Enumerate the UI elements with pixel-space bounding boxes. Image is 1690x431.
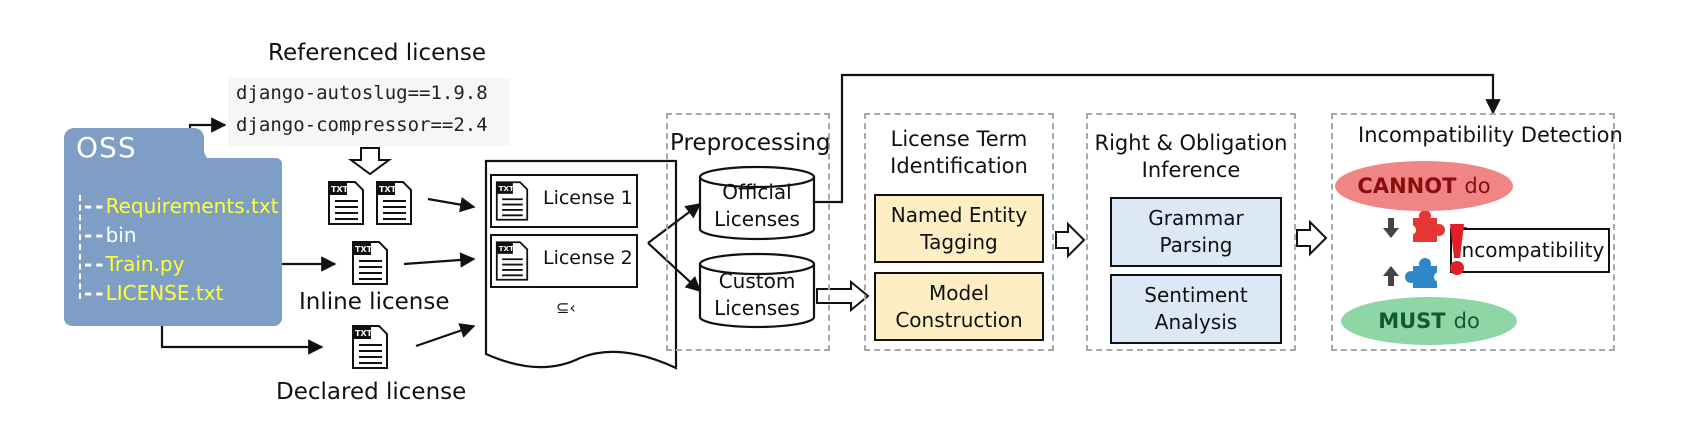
- up-arrow-icon: [1383, 266, 1399, 286]
- arrow-doc-to-custom: [647, 242, 702, 293]
- svg-text:TXT: TXT: [355, 245, 373, 254]
- incompatibility-box: Incompatibility: [1450, 228, 1610, 273]
- exclamation-icon: [1450, 224, 1464, 275]
- txt-file-icon: TXT: [495, 241, 529, 281]
- svg-text:TXT: TXT: [331, 185, 349, 194]
- txt-file-icon: TXT: [352, 241, 388, 285]
- must-do-pill: MUST do: [1341, 297, 1517, 345]
- txt-file-icon: TXT: [376, 181, 412, 225]
- referenced-license-line: django-autoslug==1.9.8: [236, 82, 488, 104]
- svg-text:TXT: TXT: [499, 184, 514, 193]
- red-puzzle-piece-icon: [1406, 210, 1445, 242]
- svg-text:TXT: TXT: [355, 329, 373, 338]
- inline-license-label: Inline license: [299, 289, 450, 315]
- detection-section: [1331, 113, 1615, 351]
- arrow-doc-to-official: [647, 203, 702, 244]
- tree-item-label: Train.py: [105, 252, 185, 276]
- folder-tree-line: [79, 195, 81, 299]
- tree-item-train[interactable]: - -Train.py: [84, 252, 185, 276]
- arrow-referenced-to-doc: [427, 197, 476, 213]
- inference-section: [1086, 113, 1296, 351]
- referenced-license-box: [228, 78, 510, 146]
- license-2-label: License 2: [543, 247, 633, 269]
- tree-item-label: bin: [105, 223, 137, 247]
- must-label: MUST: [1378, 309, 1446, 333]
- declared-license-label: Declared license: [276, 379, 467, 405]
- txt-file-icon: TXT: [352, 325, 388, 369]
- tree-item-bin[interactable]: - -bin: [84, 223, 137, 247]
- preprocessing-section: [666, 113, 830, 351]
- svg-text:TXT: TXT: [499, 244, 514, 253]
- term-identification-section: [864, 113, 1054, 351]
- arrow-official-to-detection: [815, 73, 1501, 204]
- oss-folder: [64, 158, 282, 326]
- arrow-declared-to-doc: [415, 323, 476, 348]
- tree-item-label: LICENSE.txt: [105, 281, 224, 305]
- txt-file-icon: TXT: [495, 181, 529, 221]
- must-do-label: do: [1453, 309, 1480, 333]
- preprocessing-title: Preprocessing: [670, 130, 831, 156]
- oss-folder-title: OSS: [76, 131, 137, 164]
- tree-item-requirements[interactable]: - -Requirements.txt: [84, 194, 279, 218]
- hollow-arrow-inference-to-detection: [1296, 219, 1328, 257]
- blue-puzzle-piece-icon: [1405, 258, 1444, 288]
- hollow-down-arrow: [347, 147, 393, 176]
- cannot-do-label: do: [1464, 174, 1491, 198]
- svg-text:TXT: TXT: [379, 185, 397, 194]
- cannot-do-pill: CANNOT do: [1335, 161, 1513, 211]
- tree-item-label: Requirements.txt: [105, 194, 279, 218]
- cannot-label: CANNOT: [1357, 174, 1457, 198]
- hollow-arrow-identification-to-inference: [1055, 221, 1086, 259]
- arrow-inline-to-doc: [403, 252, 476, 268]
- custom-licenses-cylinder: [698, 252, 816, 329]
- detection-title: Incompatibility Detection: [1358, 123, 1623, 147]
- official-licenses-cylinder: [698, 165, 816, 241]
- down-arrow-icon: [1383, 218, 1399, 238]
- more-licenses-symbol: ⊆‹: [556, 298, 576, 317]
- referenced-license-title: Referenced license: [268, 40, 487, 66]
- tree-item-license[interactable]: - -LICENSE.txt: [84, 281, 224, 305]
- license-1-label: License 1: [543, 187, 633, 209]
- referenced-license-line: django-compressor==2.4: [236, 114, 488, 136]
- txt-file-icon: TXT: [328, 181, 364, 225]
